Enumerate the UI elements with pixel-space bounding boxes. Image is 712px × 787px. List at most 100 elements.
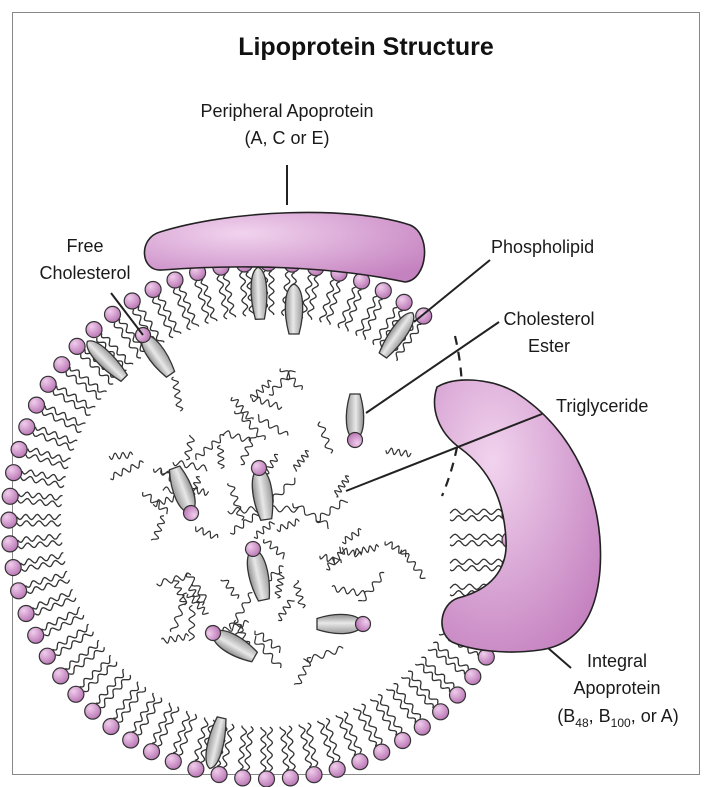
triglyceride-chain [143, 492, 168, 514]
phospholipid-head [123, 732, 139, 748]
phospholipid-head [329, 761, 345, 777]
phospholipid-head [19, 419, 35, 435]
phospholipid-head [165, 753, 181, 769]
triglyceride-chain [218, 445, 225, 468]
triglyceride-chain [189, 605, 195, 640]
triglyceride-chain [294, 580, 305, 608]
phospholipid-tail [269, 271, 274, 315]
phospholipid-tail [195, 281, 209, 323]
phospholipid-head [6, 465, 22, 481]
phospholipid-tail [113, 682, 138, 719]
label-integral-apoprotein-line2: Apoprotein [573, 678, 660, 698]
phospholipid-tail [307, 723, 318, 766]
triglyceride-chain [335, 476, 349, 497]
phospholipid-head [450, 687, 466, 703]
phospholipid-tail [57, 386, 96, 408]
phospholipid-head [433, 704, 449, 720]
cholesterol-molecule [317, 614, 371, 633]
phospholipid-head [167, 272, 183, 288]
leader-integral-apoprotein [548, 648, 571, 668]
phospholipid-tail [450, 509, 502, 514]
phospholipid-tail [26, 455, 68, 469]
triglyceride-chain [318, 422, 333, 454]
triglyceride-chain [230, 514, 259, 534]
phospholipid-head [306, 767, 322, 783]
phospholipid-tail [239, 726, 247, 770]
phospholipid-tail [56, 632, 93, 656]
phospholipid-tail [450, 516, 502, 521]
phospholipid-tail [22, 561, 65, 572]
triglyceride-chain [109, 452, 132, 459]
cholesterol-molecule [285, 284, 302, 334]
triglyceride-chain [255, 631, 280, 653]
triglyceride-chain [221, 580, 239, 599]
phospholipid-head [396, 294, 412, 310]
phospholipid-head [39, 648, 55, 664]
phospholipid-tail [84, 662, 117, 692]
phospholipid-head [375, 283, 391, 299]
triglyceride-chain [264, 539, 285, 559]
leader-phospholipid [414, 260, 490, 322]
phospholipid-head [259, 771, 275, 787]
triglyceride-core [109, 369, 425, 685]
phospholipid-tail [428, 649, 465, 674]
phospholipid-head [29, 397, 45, 413]
triglyceride-chain [401, 550, 426, 579]
phospholipid-head [1, 512, 17, 528]
triglyceride-chain [252, 397, 282, 409]
phospholipid-tail [267, 727, 272, 771]
phospholipid-tail [217, 276, 228, 319]
triglyceride-chain [110, 461, 143, 480]
triglyceride-chain [278, 601, 295, 621]
triglyceride-chain [251, 380, 272, 398]
phospholipid-tail [320, 280, 334, 322]
phospholipid-head [69, 338, 85, 354]
label-peripheral-types: (A, C or E) [244, 128, 329, 148]
phospholipid-head [145, 282, 161, 298]
phospholipid-head [465, 669, 481, 685]
phospholipid-head [28, 627, 44, 643]
phospholipid-head [395, 733, 411, 749]
phospholipid-tail [18, 534, 62, 543]
triglyceride-chain [157, 573, 191, 586]
triglyceride-chain [277, 519, 300, 532]
triglyceride-chain [258, 414, 288, 435]
triglyceride-chain [230, 593, 253, 630]
phospholipid-tail [326, 718, 340, 760]
phospholipid-head [54, 357, 70, 373]
phospholipid-head [53, 668, 69, 684]
phospholipid-head [2, 536, 18, 552]
phospholipid-tail [408, 671, 438, 704]
phospholipid-tail [450, 534, 502, 539]
triglyceride-chain [303, 646, 343, 662]
triglyceride-chain [385, 542, 406, 558]
phospholipid-head [103, 719, 119, 735]
phospholipid-head [188, 761, 204, 777]
phospholipid-head [85, 703, 101, 719]
triglyceride-chain [174, 581, 187, 605]
label-phospholipid: Phospholipid [491, 237, 594, 257]
phospholipid-head [5, 560, 21, 576]
triglyceride-chain [358, 572, 384, 600]
label-cholesterol-ester-line2: Ester [528, 336, 570, 356]
phospholipid-head [235, 770, 251, 786]
triglyceride-chain [170, 593, 187, 632]
cholesterol-molecules [82, 267, 501, 770]
triglyceride-chain [196, 526, 218, 538]
phospholipid-head [18, 606, 34, 622]
cholesterol-molecule [346, 394, 363, 448]
cholesterol-molecule [166, 465, 203, 524]
phospholipid-head [40, 376, 56, 392]
triglyceride-chain [185, 435, 194, 460]
triglyceride-chain [275, 573, 284, 598]
triglyceride-chain [269, 371, 296, 395]
triglyceride-chain [386, 448, 411, 457]
phospholipid-tail [287, 726, 295, 770]
label-peripheral-apoprotein: Peripheral Apoprotein [200, 101, 373, 121]
phospholipid-tail [69, 647, 104, 674]
diagram-title: Lipoprotein Structure [238, 33, 494, 61]
label-free-cholesterol-line1: Free [66, 236, 103, 256]
cholesterol-head [356, 617, 371, 632]
phospholipid-tail [27, 580, 69, 594]
